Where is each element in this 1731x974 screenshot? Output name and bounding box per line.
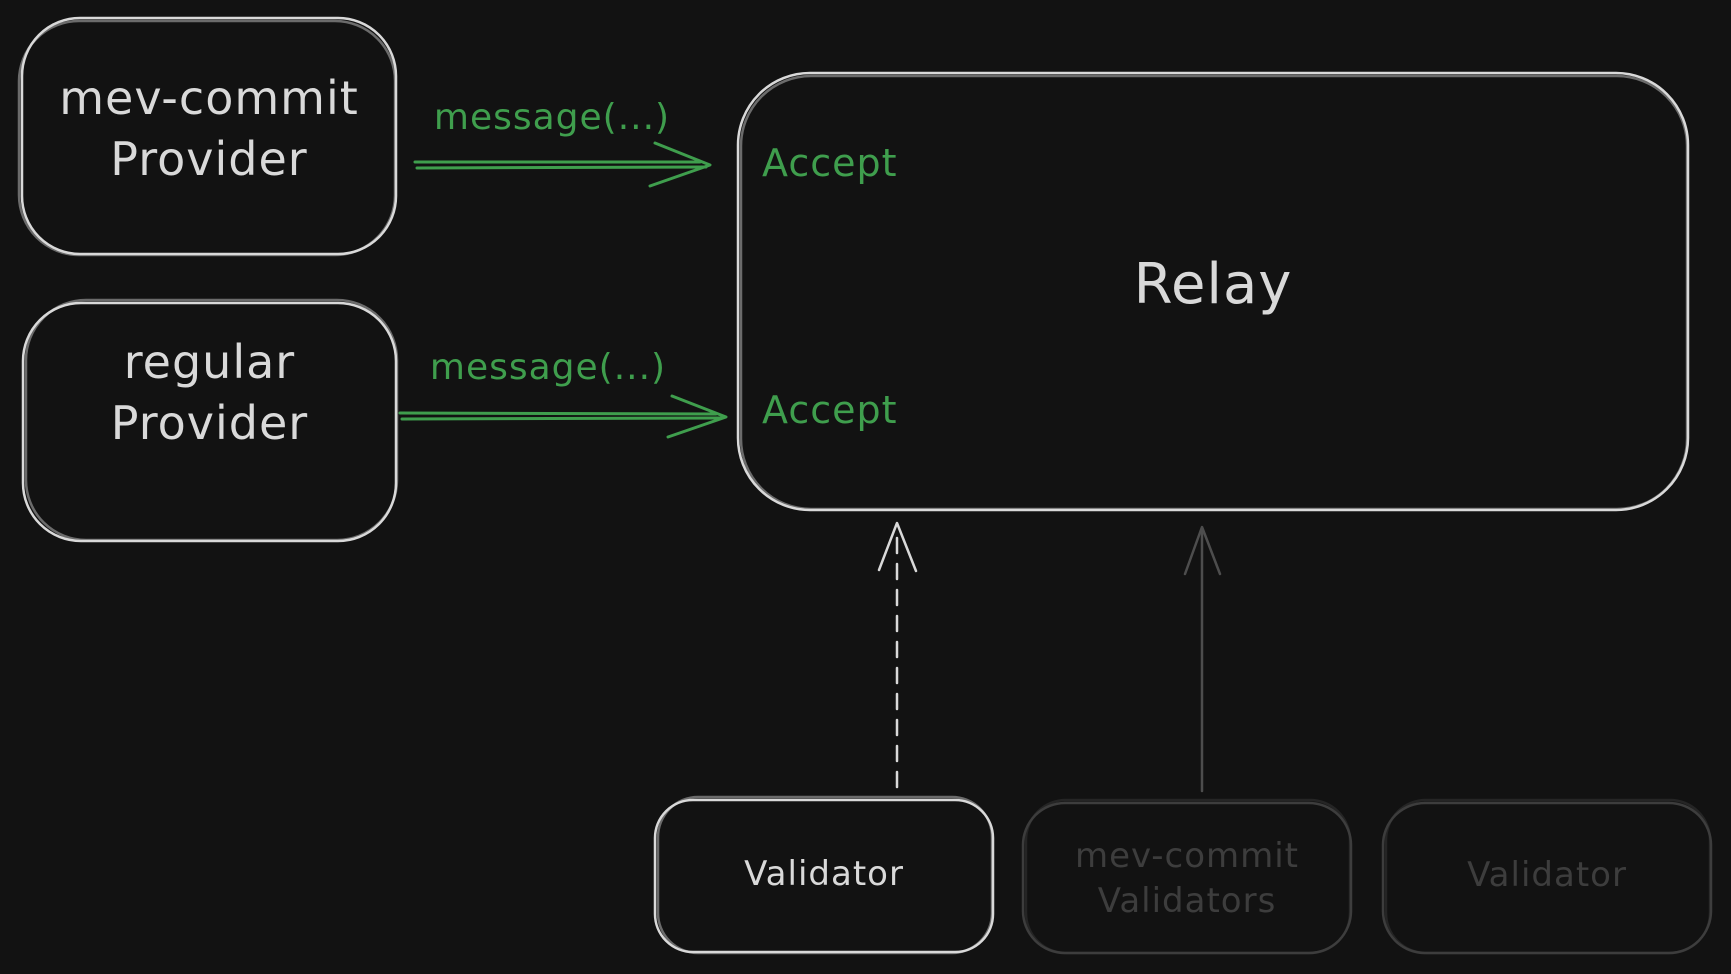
validator-active-box-sketch: [656, 795, 994, 955]
mev-commit-provider-box-sketch: [17, 19, 397, 257]
message-label-bottom: message(...): [429, 347, 667, 388]
mev-commit-validators-box-sketch: [1024, 798, 1352, 955]
regular-provider-box-sketch: [24, 298, 399, 542]
validator-inactive-label: Validator: [1467, 855, 1627, 895]
mev-commit-validators-label: mev-commit Validators: [1074, 836, 1300, 921]
mev-commit-provider-box: [20, 16, 398, 256]
accept-label-top: Accept: [762, 141, 898, 185]
relay-box: [736, 71, 1690, 512]
relay-label: Relay: [1133, 252, 1293, 317]
relay-box-sketch: [739, 74, 1689, 511]
validator-active-box: [653, 798, 995, 954]
accept-label-bottom: Accept: [762, 388, 898, 432]
message-arrow-top: [413, 141, 712, 188]
message-arrow-bottom: [398, 394, 728, 439]
message-label-top: message(...): [433, 97, 671, 138]
mev-commit-validators-box: [1021, 801, 1353, 955]
validator-inactive-box: [1381, 801, 1713, 955]
mev-commit-provider-label: mev-commit Provider: [59, 71, 359, 186]
regular-provider-box: [21, 301, 398, 543]
regular-provider-label: regular Provider: [110, 335, 309, 450]
validators-to-relay-arrow: [1183, 525, 1222, 793]
validator-active-label: Validator: [744, 854, 904, 894]
validator-to-relay-dashed-arrow: [877, 521, 918, 800]
validator-inactive-box-sketch: [1384, 798, 1712, 955]
